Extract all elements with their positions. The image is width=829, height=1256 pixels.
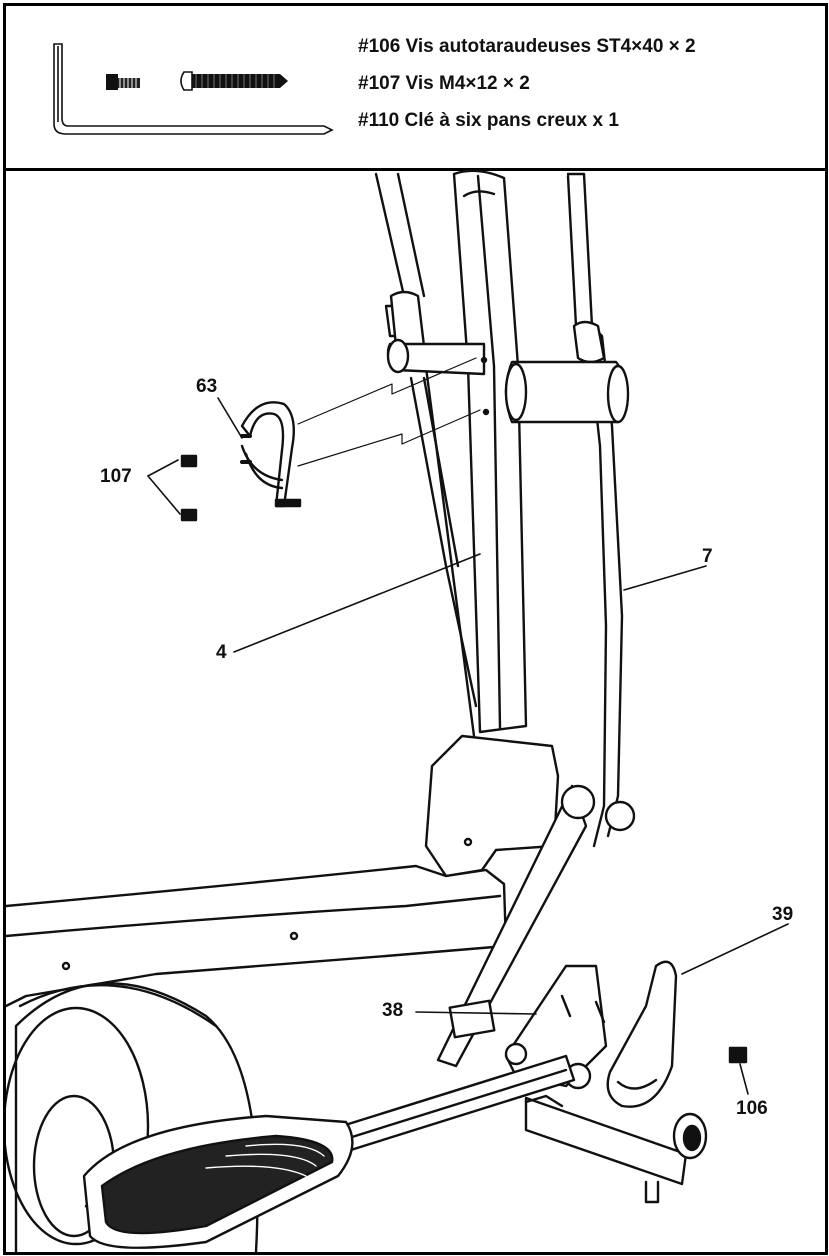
central-post bbox=[452, 169, 528, 734]
assembly-drawing bbox=[6, 169, 789, 1252]
screw-107-icon bbox=[106, 74, 140, 90]
mounting-guides bbox=[297, 357, 481, 467]
part-106-line: #106 Vis autotaraudeuses ST4×40 × 2 bbox=[358, 36, 696, 57]
foot-pedal bbox=[82, 1114, 354, 1249]
callout-38: 38 bbox=[382, 1000, 404, 1021]
diagram-frame: #106 Vis autotaraudeuses ST4×40 × 2 #107… bbox=[3, 3, 828, 1255]
right-handlebar-arm bbox=[504, 172, 630, 848]
callout-63: 63 bbox=[196, 376, 218, 397]
part-107-line: #107 Vis M4×12 × 2 bbox=[358, 73, 530, 94]
callout-7: 7 bbox=[702, 546, 713, 567]
callout-39: 39 bbox=[772, 904, 794, 925]
screw-106 bbox=[728, 1046, 748, 1064]
callout-4: 4 bbox=[216, 642, 227, 663]
stabilizer-base bbox=[524, 1094, 708, 1204]
screw-106-icon bbox=[180, 71, 288, 91]
parts-list: #106 Vis autotaraudeuses ST4×40 × 2 #107… bbox=[358, 28, 696, 139]
pedal-link-arm bbox=[436, 784, 636, 1068]
parts-icons bbox=[53, 43, 334, 135]
bottle-cage bbox=[240, 401, 302, 508]
pedal-bracket-39 bbox=[606, 960, 678, 1108]
callout-107: 107 bbox=[100, 466, 132, 487]
parts-box: #106 Vis autotaraudeuses ST4×40 × 2 #107… bbox=[6, 6, 825, 171]
callout-106: 106 bbox=[736, 1098, 768, 1119]
allen-key-icon bbox=[53, 43, 334, 135]
bottle-mount-bracket bbox=[386, 338, 490, 416]
frame-housing bbox=[6, 734, 560, 1008]
flywheel-cover bbox=[6, 982, 259, 1252]
leader-lines bbox=[147, 397, 789, 1095]
part-110-line: #110 Clé à six pans creux x 1 bbox=[358, 110, 619, 131]
screw-107-pair bbox=[180, 454, 198, 522]
